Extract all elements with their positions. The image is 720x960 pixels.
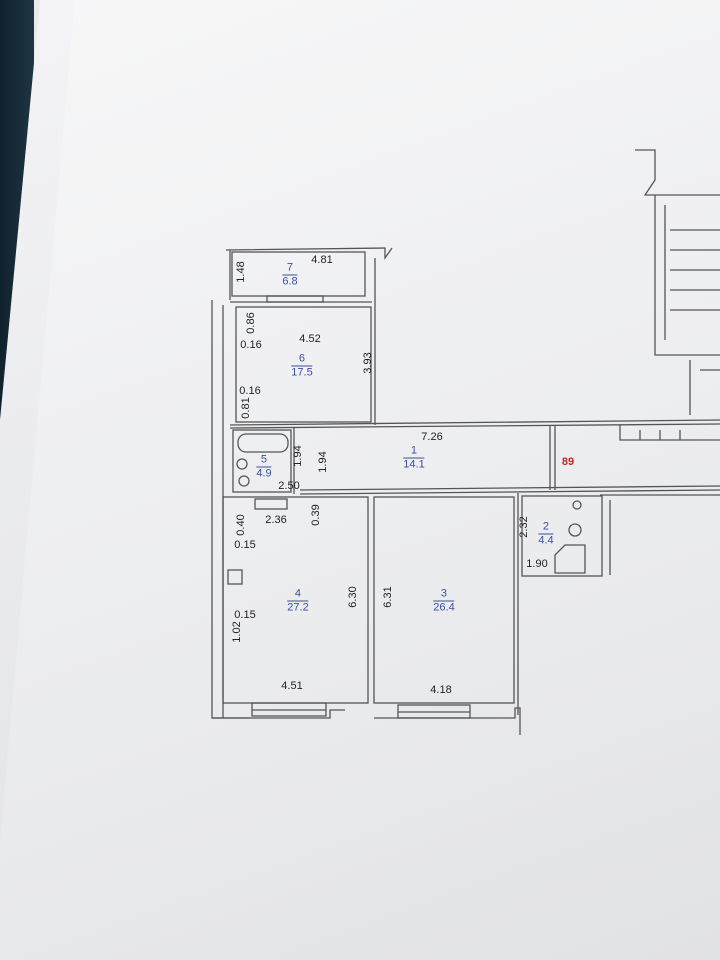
dim-label: 0.40	[235, 514, 247, 536]
dim-label: 0.81	[240, 397, 252, 419]
dim-label: 1.02	[231, 621, 243, 643]
room-area: 27.2	[287, 601, 309, 614]
dim-label: 0.16	[240, 339, 262, 351]
room-area: 26.4	[433, 601, 455, 614]
room-number: 3	[433, 588, 455, 602]
apartment-number: 89	[561, 456, 575, 468]
dim-label: 4.81	[311, 254, 333, 266]
dim-label: 2.50	[278, 480, 300, 492]
room-area: 6.8	[282, 275, 298, 288]
dim-label: 0.16	[239, 385, 261, 397]
room-number: 1	[403, 445, 425, 459]
dim-label: 2.32	[518, 516, 530, 538]
dim-label: 1.94	[317, 451, 329, 473]
room-number: 2	[538, 521, 554, 535]
dim-label: 1.90	[526, 558, 548, 570]
room-area: 4.9	[256, 467, 272, 480]
room-number: 4	[287, 588, 309, 602]
dim-label: 1.94	[292, 445, 304, 467]
dim-label: 0.86	[245, 312, 257, 334]
dim-label: 1.48	[235, 261, 247, 283]
room-number: 5	[256, 454, 272, 468]
room-area: 17.5	[291, 366, 313, 379]
dim-label: 7.26	[421, 431, 443, 443]
dim-label: 4.52	[299, 333, 321, 345]
dim-label: 0.39	[310, 504, 322, 526]
dim-label: 6.31	[382, 586, 394, 608]
dim-label: 3.93	[362, 352, 374, 374]
dim-label: 0.15	[234, 539, 256, 551]
dim-label: 4.18	[430, 684, 452, 696]
room-number: 6	[291, 353, 313, 367]
dim-label: 4.51	[281, 680, 303, 692]
dim-label: 2.36	[265, 514, 287, 526]
room-number: 7	[282, 262, 298, 276]
dim-label: 0.15	[234, 609, 256, 621]
room-area: 4.4	[538, 534, 554, 547]
room-area: 14.1	[403, 458, 425, 471]
dim-label: 6.30	[347, 586, 359, 608]
